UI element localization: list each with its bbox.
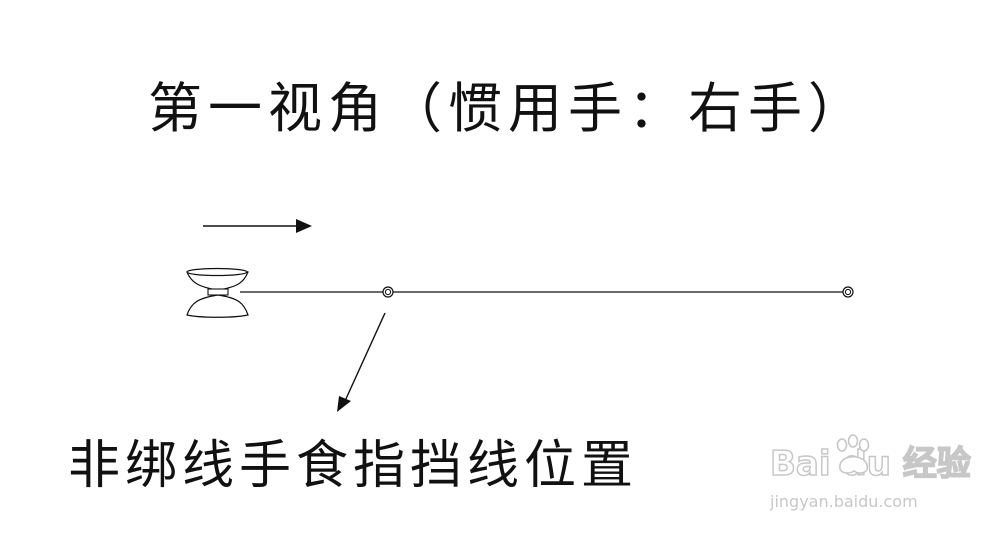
right-arrow-icon [203,219,312,233]
diagram-title: 第一视角（惯用手：右手） [148,77,868,140]
diagonal-arrow-icon [337,312,386,412]
baidu-watermark: Bai du 经验 jingyan.baidu.com [769,432,971,522]
watermark-brand: Bai du 经验 [769,443,971,485]
string-end-marker [842,286,854,298]
finger-position-caption: 非绑线手食指挡线位置 [68,436,639,496]
yoyo-icon [186,267,249,318]
watermark-url: jingyan.baidu.com [770,492,918,511]
finger-point-marker [382,286,394,298]
baidu-paw-icon [836,434,870,474]
